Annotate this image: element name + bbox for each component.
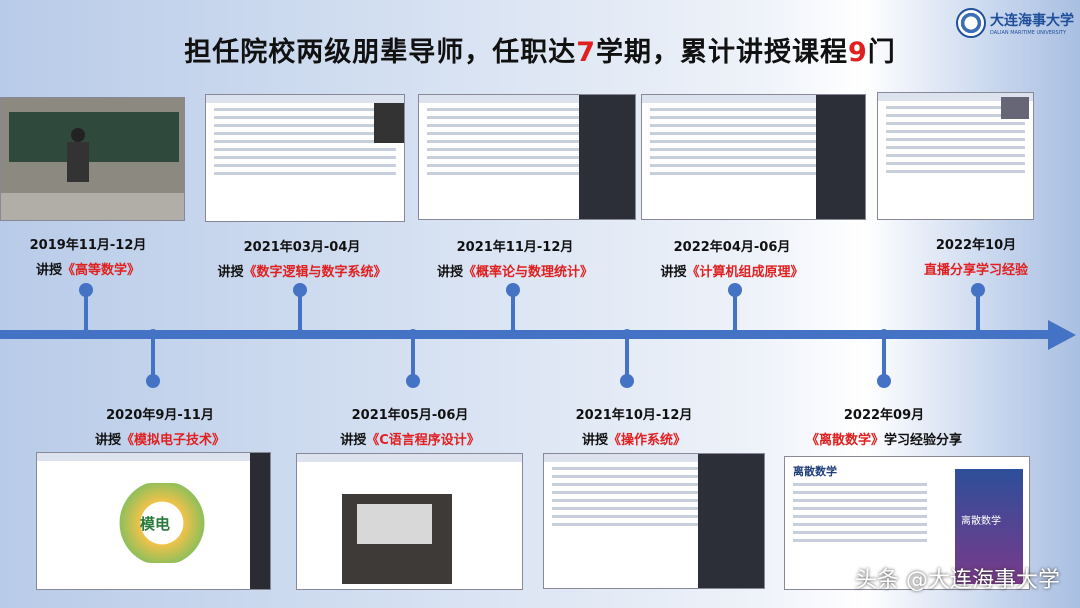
event-date: 2022年10月 bbox=[935, 238, 1017, 253]
logo-cn: 大连海事大学 bbox=[990, 13, 1074, 29]
title-text: 门 bbox=[867, 37, 896, 68]
event-prefix: 讲授 bbox=[217, 265, 244, 280]
event-prefix: 讲授 bbox=[35, 263, 62, 278]
event-course: 《操作系统》 bbox=[608, 433, 687, 448]
timeline-marker bbox=[877, 374, 891, 388]
timeline-node bbox=[508, 329, 518, 339]
event-label: 2021年03月-04月讲授《数字逻辑与数字系统》 bbox=[192, 236, 412, 280]
timeline-node bbox=[622, 329, 632, 339]
thumb-lisan-title: 离散数学 bbox=[793, 465, 837, 478]
timeline-node bbox=[973, 329, 983, 339]
logo-en: DALIAN MARITIME UNIVERSITY bbox=[990, 30, 1067, 36]
event-prefix: 讲授 bbox=[94, 433, 121, 448]
event-date: 2021年10月-12月 bbox=[575, 408, 693, 423]
event-label: 2021年05月-06月讲授《C语言程序设计》 bbox=[300, 404, 520, 448]
watermark: 头条 @大连海事大学 bbox=[855, 568, 1060, 593]
screenshot-c-programming bbox=[296, 453, 523, 590]
event-course: 《C语言程序设计》 bbox=[366, 433, 480, 448]
timeline-stem bbox=[976, 291, 980, 335]
timeline-marker bbox=[79, 283, 93, 297]
timeline-stem bbox=[511, 291, 515, 335]
timeline-arrow-icon bbox=[1048, 320, 1076, 350]
timeline-node bbox=[408, 329, 418, 339]
event-course: 《概率论与数理统计》 bbox=[463, 265, 594, 280]
event-course: 《计算机组成原理》 bbox=[686, 265, 804, 280]
timeline-marker bbox=[146, 374, 160, 388]
event-date: 2021年11月-12月 bbox=[456, 240, 574, 255]
event-course: 《离散数学》 bbox=[805, 433, 884, 448]
screenshot-analog-electronics: 模电 bbox=[36, 452, 271, 590]
timeline-node bbox=[148, 329, 158, 339]
screenshot-computer-organization bbox=[641, 94, 866, 220]
event-course: 直播分享学习经验 bbox=[923, 263, 1028, 278]
slide-title: 担任院校两级朋辈导师，任职达7学期，累计讲授课程9门 bbox=[0, 30, 1080, 69]
semester-count: 7 bbox=[576, 37, 596, 68]
timeline-stem bbox=[151, 334, 155, 380]
event-date: 2021年03月-04月 bbox=[243, 240, 361, 255]
title-text: 学期，累计讲授课程 bbox=[596, 37, 848, 68]
event-prefix: 讲授 bbox=[581, 433, 608, 448]
event-prefix: 讲授 bbox=[340, 433, 367, 448]
course-count: 9 bbox=[848, 37, 868, 68]
screenshot-operating-system bbox=[543, 453, 765, 589]
university-seal-icon bbox=[956, 8, 986, 38]
event-date: 2019年11月-12月 bbox=[29, 238, 147, 253]
timeline-marker bbox=[506, 283, 520, 297]
event-label: 2022年09月《离散数学》学习经验分享 bbox=[774, 404, 994, 448]
event-course: 《高等数学》 bbox=[62, 263, 141, 278]
event-course: 《模拟电子技术》 bbox=[121, 433, 226, 448]
event-label: 2019年11月-12月讲授《高等数学》 bbox=[0, 234, 198, 278]
event-label: 2021年11月-12月讲授《概率论与数理统计》 bbox=[405, 236, 625, 280]
event-course: 《数字逻辑与数字系统》 bbox=[243, 265, 387, 280]
photo-classroom-lecture bbox=[0, 97, 185, 221]
timeline-marker bbox=[971, 283, 985, 297]
timeline-node bbox=[81, 329, 91, 339]
event-prefix: 讲授 bbox=[660, 265, 687, 280]
timeline-stem bbox=[84, 291, 88, 335]
timeline-stem bbox=[733, 291, 737, 335]
event-label: 2022年10月直播分享学习经验 bbox=[866, 234, 1080, 278]
timeline-node bbox=[295, 329, 305, 339]
event-date: 2020年9月-11月 bbox=[106, 408, 214, 423]
timeline-marker bbox=[728, 283, 742, 297]
event-date: 2022年09月 bbox=[843, 408, 925, 423]
screenshot-livestream bbox=[877, 92, 1034, 220]
thumb-modian-text: 模电 bbox=[140, 515, 171, 533]
timeline-marker bbox=[620, 374, 634, 388]
timeline-node bbox=[730, 329, 740, 339]
timeline-stem bbox=[411, 334, 415, 380]
event-label: 2022年04月-06月讲授《计算机组成原理》 bbox=[622, 236, 842, 280]
timeline-node bbox=[879, 329, 889, 339]
event-date: 2022年04月-06月 bbox=[673, 240, 791, 255]
event-date: 2021年05月-06月 bbox=[351, 408, 469, 423]
timeline-stem bbox=[882, 334, 886, 380]
event-label: 2020年9月-11月讲授《模拟电子技术》 bbox=[50, 404, 270, 448]
event-prefix: 讲授 bbox=[436, 265, 463, 280]
screenshot-probability bbox=[418, 94, 636, 220]
timeline-stem bbox=[625, 334, 629, 380]
event-suffix: 学习经验分享 bbox=[884, 433, 963, 448]
screenshot-digital-logic bbox=[205, 94, 405, 222]
book-cover-title: 离散数学 bbox=[961, 516, 1001, 527]
event-label: 2021年10月-12月讲授《操作系统》 bbox=[524, 404, 744, 448]
timeline-stem bbox=[298, 291, 302, 335]
title-text: 担任院校两级朋辈导师，任职达 bbox=[184, 37, 577, 68]
timeline-axis bbox=[0, 330, 1050, 339]
screenshot-discrete-math: 离散数学 离散数学 bbox=[784, 456, 1030, 590]
timeline-marker bbox=[293, 283, 307, 297]
timeline-marker bbox=[406, 374, 420, 388]
